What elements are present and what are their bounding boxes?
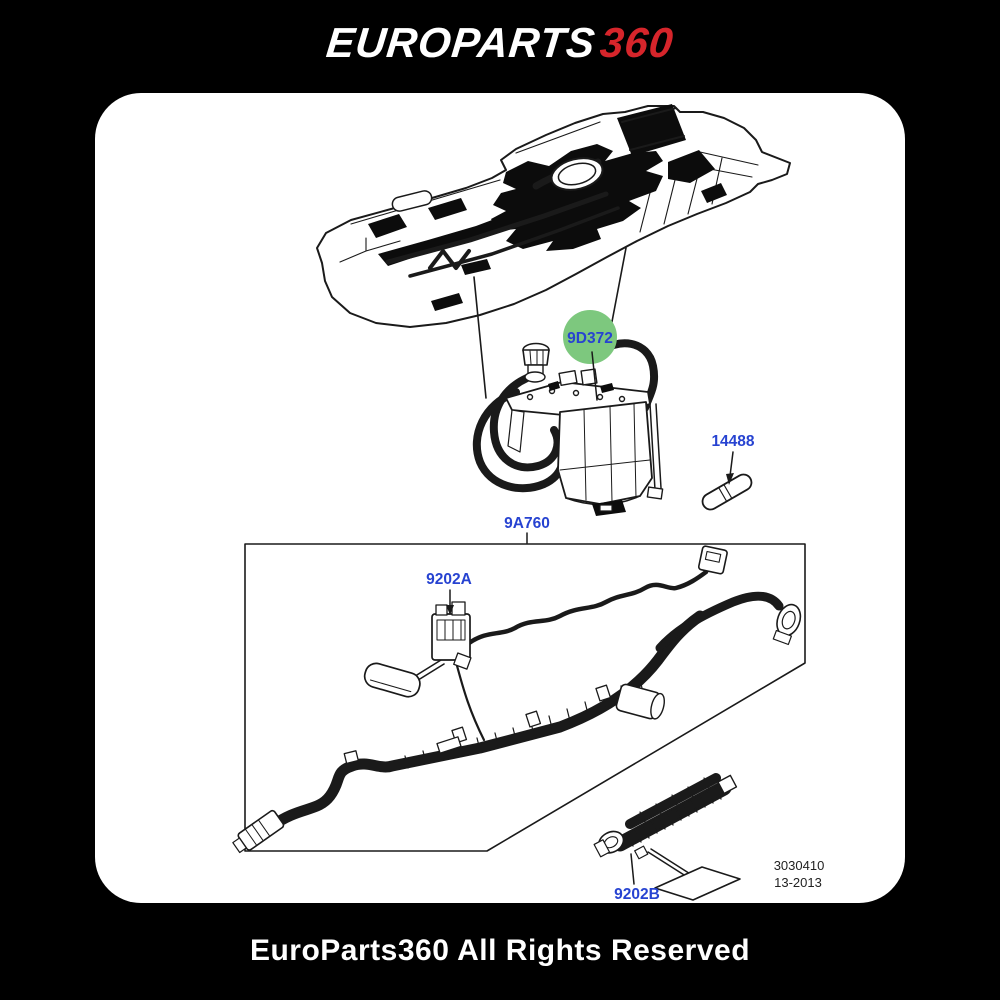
valve-label: 14488: [711, 433, 754, 450]
footer-copyright: EuroParts360 All Rights Reserved: [249, 934, 751, 967]
float-a: [363, 662, 421, 698]
part-labels: 9D372 14488 9A760 9202A 9202B 3030410 13…: [426, 310, 824, 903]
sender-b-label: 9202B: [614, 886, 660, 903]
harness-box: [244, 543, 806, 852]
float-b: [654, 866, 741, 901]
harness-label: 9A760: [504, 515, 550, 532]
sender-b-drawing: [593, 773, 741, 901]
valve-arrow: [726, 451, 734, 485]
doc-number: 3030410: [774, 858, 825, 873]
sender-a-drawing: [363, 601, 486, 742]
pump-label: 9D372: [567, 330, 613, 347]
tank-leader-lines: [473, 247, 627, 399]
harness-drawing: [232, 545, 802, 854]
doc-date: 13-2013: [774, 875, 822, 890]
valve-part-drawing: [701, 473, 753, 511]
fuel-tank-drawing: [316, 104, 791, 328]
pump-module-drawing: [472, 339, 664, 516]
sender-a-label: 9202A: [426, 571, 472, 588]
pump-label-highlight: [563, 310, 617, 364]
